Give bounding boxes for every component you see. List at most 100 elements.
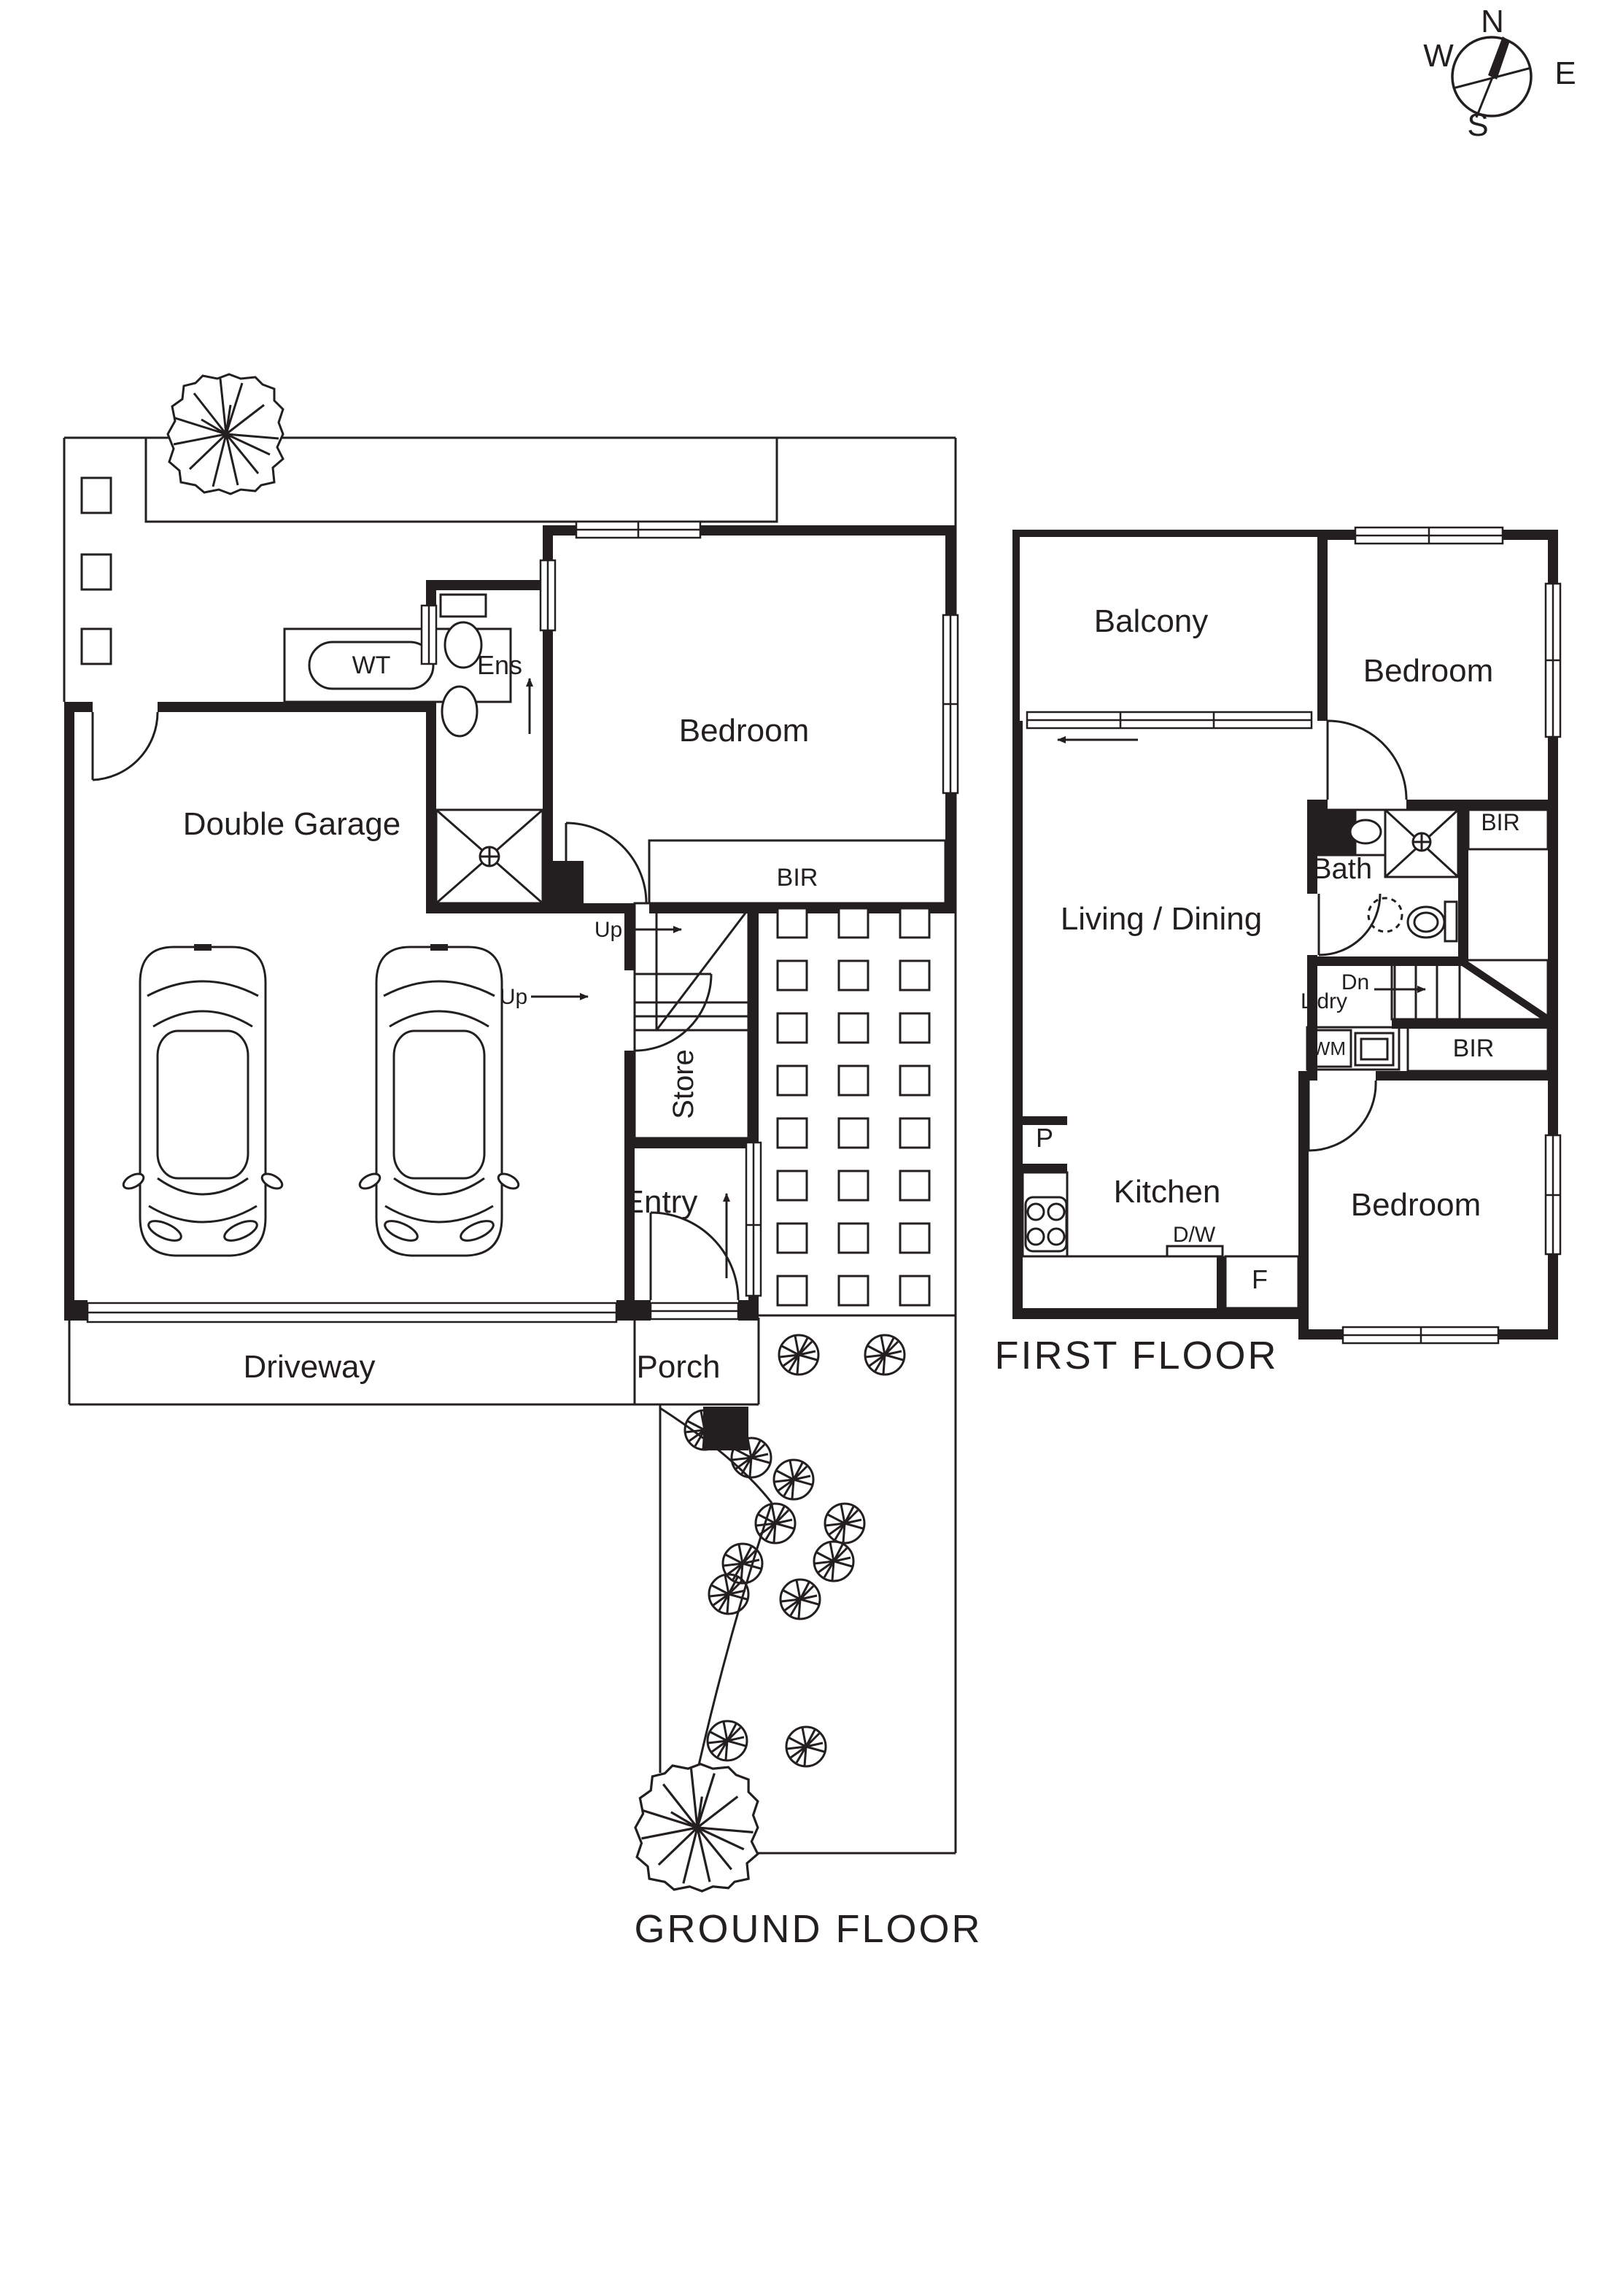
paver [776,959,808,992]
label-store: Store [667,1049,700,1119]
shrub-icon [824,1502,866,1545]
label-dn: Dn [1341,970,1369,994]
compass-e-label: E [1554,55,1576,91]
paver [899,1222,931,1254]
compass-w-label: W [1423,38,1454,74]
paver [837,1275,869,1307]
window [942,614,959,795]
paver [837,907,869,939]
paver [776,1275,808,1307]
shower-icon [435,808,544,905]
compass-n-label: N [1481,4,1504,39]
dishwasher-icon [1166,1245,1224,1258]
stepping-stone [80,553,112,591]
laundry-bench [1306,1026,1401,1071]
laundry-trough-inner [1360,1037,1389,1061]
ground-fixtures [283,593,947,1140]
bir-robe [648,839,947,905]
paver [837,1170,869,1202]
garden-path [659,1407,773,1772]
label-living-dining: Living / Dining [1061,901,1262,937]
label-fridge: F [1252,1264,1268,1294]
bath-door [1317,893,1382,956]
compass-s-label: S [1467,107,1488,143]
paver [837,1222,869,1254]
label-first-floor: FIRST FLOOR [994,1334,1278,1377]
window [1544,1134,1562,1256]
shrub-icon [778,1334,820,1376]
label-bath: Bath [1312,853,1372,885]
garage-entry-door [634,973,713,1052]
label-bedroom-f2: Bedroom [1351,1187,1481,1223]
stepping-stone [80,476,112,514]
label-driveway: Driveway [244,1349,376,1385]
paver [776,1064,808,1097]
paver [776,1170,808,1202]
label-double-garage: Double Garage [183,806,400,842]
front-door [649,1211,740,1301]
toilet-cistern-icon [1444,900,1458,943]
car-icon [356,943,522,1257]
toilet-bowl-inner [1413,911,1439,933]
label-balcony: Balcony [1094,603,1209,639]
compass-circle [1451,36,1533,117]
label-dw: D/W [1173,1223,1216,1247]
paver [837,1064,869,1097]
label-bir-ground: BIR [777,864,818,892]
first-floor-windows [1026,526,1562,1345]
label-bedroom-f1: Bedroom [1363,653,1494,689]
ground-doors [91,711,740,1301]
fridge-space [1224,1255,1300,1310]
stepping-stone [80,627,112,665]
shrub-icon [730,1437,772,1479]
first-floor-fixtures [1021,808,1550,1310]
shower-icon [1384,808,1460,878]
first-floor-walls [1012,530,1558,1340]
shrub-icon [706,1720,748,1762]
label-wm: WM [1312,1037,1346,1059]
label-kitchen: Kitchen [1114,1174,1221,1210]
paver [837,959,869,992]
paver [776,907,808,939]
balcony-sliding-door [1026,711,1313,730]
vanity-basin-icon [1349,819,1382,845]
store-room-outline [633,1029,750,1140]
paver [899,1064,931,1097]
paver [899,1117,931,1149]
garden-shrubs [683,1334,906,1768]
toilet-cistern-icon [439,593,487,618]
window [420,604,438,665]
car-icon [120,943,286,1257]
paver [899,1012,931,1044]
paver [776,1222,808,1254]
window [745,1141,762,1297]
water-tank-icon [308,641,435,690]
shrub-icon [772,1458,815,1501]
label-up-garage: Up [500,985,527,1009]
bedroom-door [565,822,648,904]
label-bedroom-ground: Bedroom [679,713,810,749]
label-wt: WT [352,652,391,679]
window [575,520,702,539]
shrub-icon [813,1540,855,1582]
label-ens: Ens [477,650,522,680]
label-pantry: P [1036,1123,1053,1153]
tree-icon [634,1763,759,1893]
window [1544,582,1562,738]
paver [899,959,931,992]
garage-cars [120,943,522,1257]
tree-icon [166,373,284,495]
label-bir-f2: BIR [1453,1035,1495,1062]
paver [776,1012,808,1044]
ground-stairs [633,902,750,1032]
toilet-bowl-icon [443,621,483,669]
direction-arrows [526,678,1426,1278]
label-up-stairs: Up [594,918,622,942]
garage-door-panel [86,1302,618,1323]
shrub-icon [779,1578,821,1620]
label-ground-floor: GROUND FLOOR [634,1907,982,1951]
label-porch: Porch [637,1349,721,1385]
